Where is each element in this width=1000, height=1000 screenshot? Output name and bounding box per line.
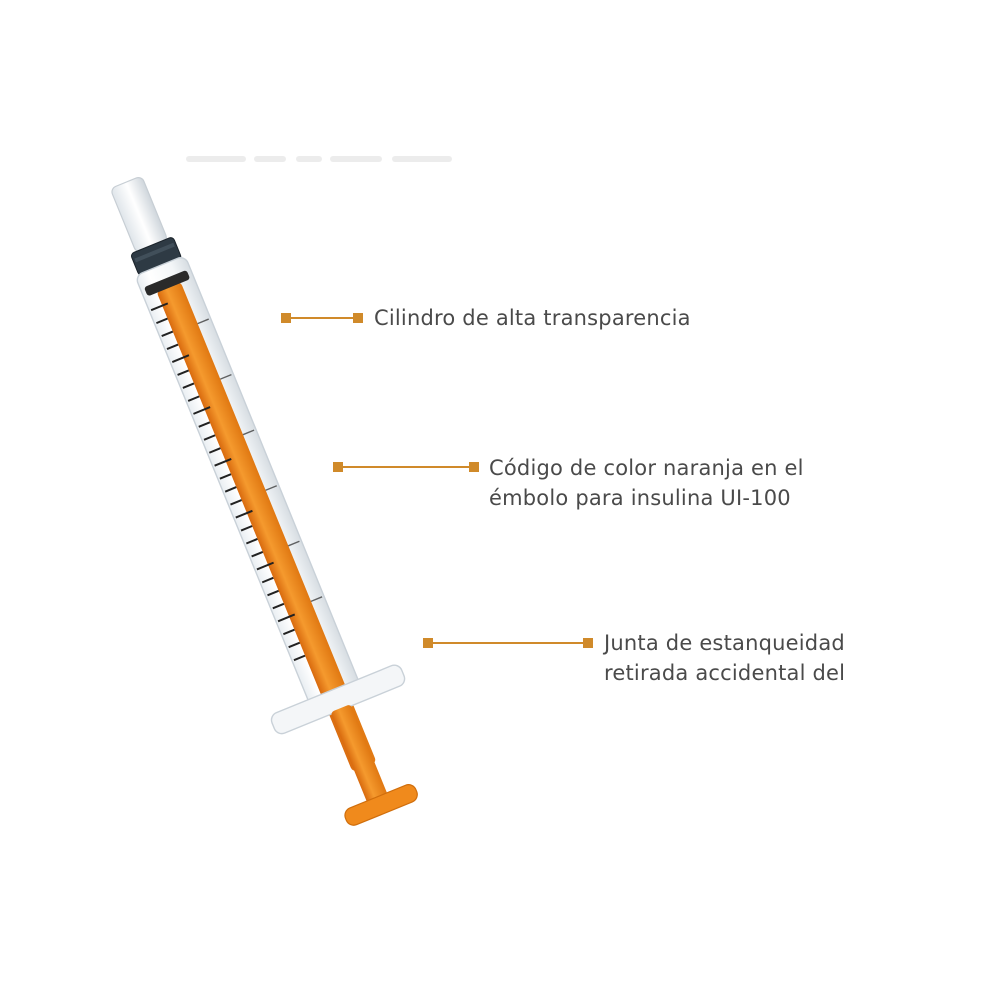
connector-dot-start xyxy=(423,638,433,648)
callout-label-line: retirada accidental del xyxy=(604,661,846,685)
callout-label-line: Código de color naranja en el xyxy=(489,456,804,480)
callout-label-line: émbolo para insulina UI-100 xyxy=(489,486,791,510)
plunger-rod xyxy=(157,282,376,771)
callout-label-line: Cilindro de alta transparencia xyxy=(374,306,691,330)
connector-line xyxy=(433,642,583,644)
connector-line xyxy=(343,466,469,468)
cropped-caption-remnant xyxy=(180,150,460,168)
connector-dot-end xyxy=(469,462,479,472)
connector-dot-start xyxy=(281,313,291,323)
callout-label-barrel: Cilindro de alta transparencia xyxy=(374,303,691,333)
connector-line xyxy=(291,317,353,319)
callout-label-plunger-color: Código de color naranja en el émbolo par… xyxy=(489,453,804,513)
callout-label-seal: Junta de estanqueidad retirada accidenta… xyxy=(604,628,845,688)
connector-dot-start xyxy=(333,462,343,472)
callout-connector-3 xyxy=(423,633,593,653)
callout-connector-2 xyxy=(333,457,479,477)
graduation-scale xyxy=(150,302,306,662)
connector-dot-end xyxy=(583,638,593,648)
callout-label-line: Junta de estanqueidad xyxy=(604,631,845,655)
callout-connector-1 xyxy=(281,308,363,328)
plunger-thumb-press xyxy=(344,784,418,826)
connector-dot-end xyxy=(353,313,363,323)
